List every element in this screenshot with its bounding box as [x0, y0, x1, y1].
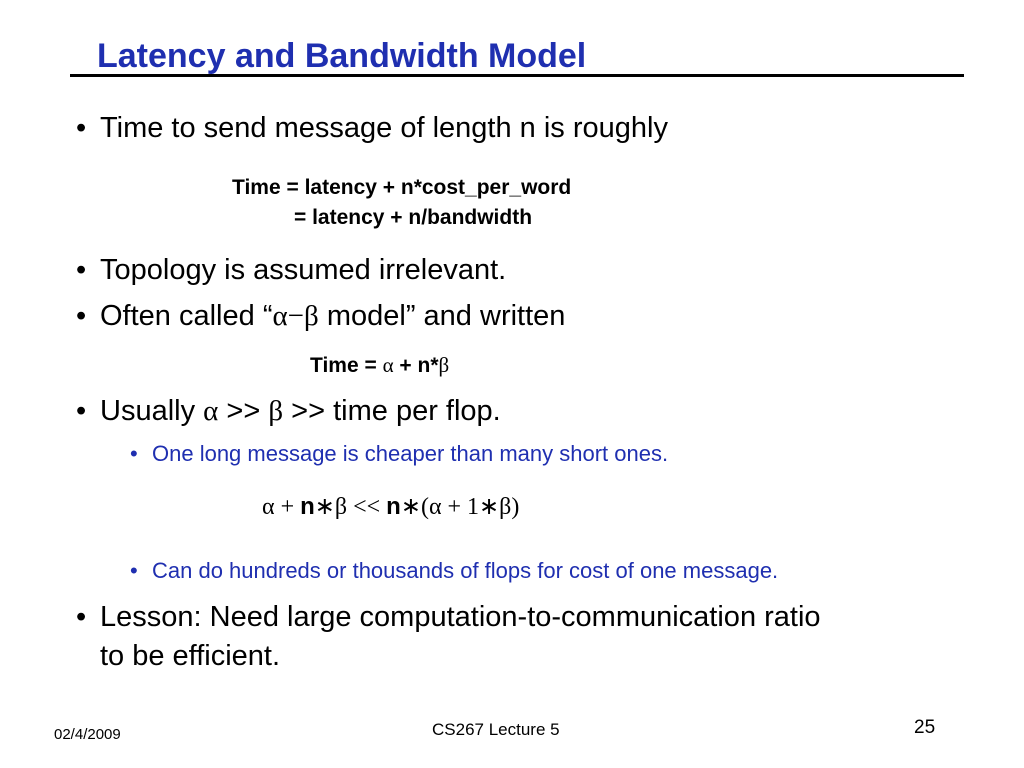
formula-alpha-beta: Time = α + n*β: [310, 350, 449, 381]
formula-part: Time =: [310, 354, 383, 377]
alpha-symbol: α: [382, 353, 394, 377]
beta-symbol: β: [268, 395, 284, 427]
bullet-text-post: model” and written: [318, 300, 566, 332]
bullet-lesson-continuation: to be efficient.: [100, 640, 281, 672]
alpha-beta-symbol: α−β: [272, 300, 319, 332]
bullet-topology: • Topology is assumed irrelevant.: [76, 253, 506, 287]
formula-part: ∗(α + 1∗β): [400, 494, 520, 520]
bullet-dot: •: [76, 300, 87, 332]
bullet-dot: •: [76, 601, 87, 633]
formula-part: ∗β <<: [314, 494, 387, 520]
bullet-text-post: >> time per flop.: [283, 395, 501, 427]
slide-title: Latency and Bandwidth Model: [97, 37, 587, 75]
bullet-time-to-send: • Time to send message of length n is rou…: [76, 111, 668, 145]
bullet-dot: •: [76, 254, 87, 286]
formula-latency-bandwidth: = latency + n/bandwidth: [294, 206, 533, 229]
beta-symbol: β: [438, 353, 450, 377]
bullet-dot: •: [76, 395, 87, 427]
bullet-text-pre: Often called “: [100, 300, 273, 332]
bullet-text: Lesson: Need large computation-to-commun…: [100, 601, 821, 633]
sub-bullet-flops: • Can do hundreds or thousands of flops f…: [130, 557, 778, 585]
footer-page-number: 25: [914, 717, 936, 738]
alpha-symbol: α: [203, 395, 219, 427]
bullet-dot: •: [130, 558, 138, 583]
formula-n: n: [300, 493, 315, 520]
bullet-text-mid: >>: [218, 395, 269, 427]
sub-bullet-long-message: • One long message is cheaper than many s…: [130, 440, 668, 468]
formula-n: n: [386, 493, 401, 520]
formula-part: + n*: [393, 354, 439, 377]
bullet-alpha-beta-model: • Often called “α−β model” and written: [76, 299, 565, 333]
bullet-text-pre: Usually: [100, 395, 204, 427]
footer-date: 02/4/2009: [54, 726, 121, 743]
footer-course: CS267 Lecture 5: [432, 720, 560, 739]
bullet-dot: •: [130, 441, 138, 466]
sub-bullet-text: One long message is cheaper than many sh…: [152, 441, 669, 466]
bullet-text: Time to send message of length n is roug…: [100, 112, 668, 144]
bullet-dot: •: [76, 112, 87, 144]
sub-bullet-text: Can do hundreds or thousands of flops fo…: [152, 558, 779, 583]
title-underline: [70, 74, 964, 77]
bullet-lesson: • Lesson: Need large computation-to-commu…: [76, 600, 821, 634]
formula-latency-cost: Time = latency + n*cost_per_word: [232, 176, 572, 199]
bullet-usually: • Usually α >> β >> time per flop.: [76, 394, 501, 428]
formula-inequality: α + n∗β << n∗(α + 1∗β): [262, 492, 519, 522]
bullet-text: Topology is assumed irrelevant.: [100, 254, 507, 286]
formula-part: α +: [262, 494, 301, 520]
